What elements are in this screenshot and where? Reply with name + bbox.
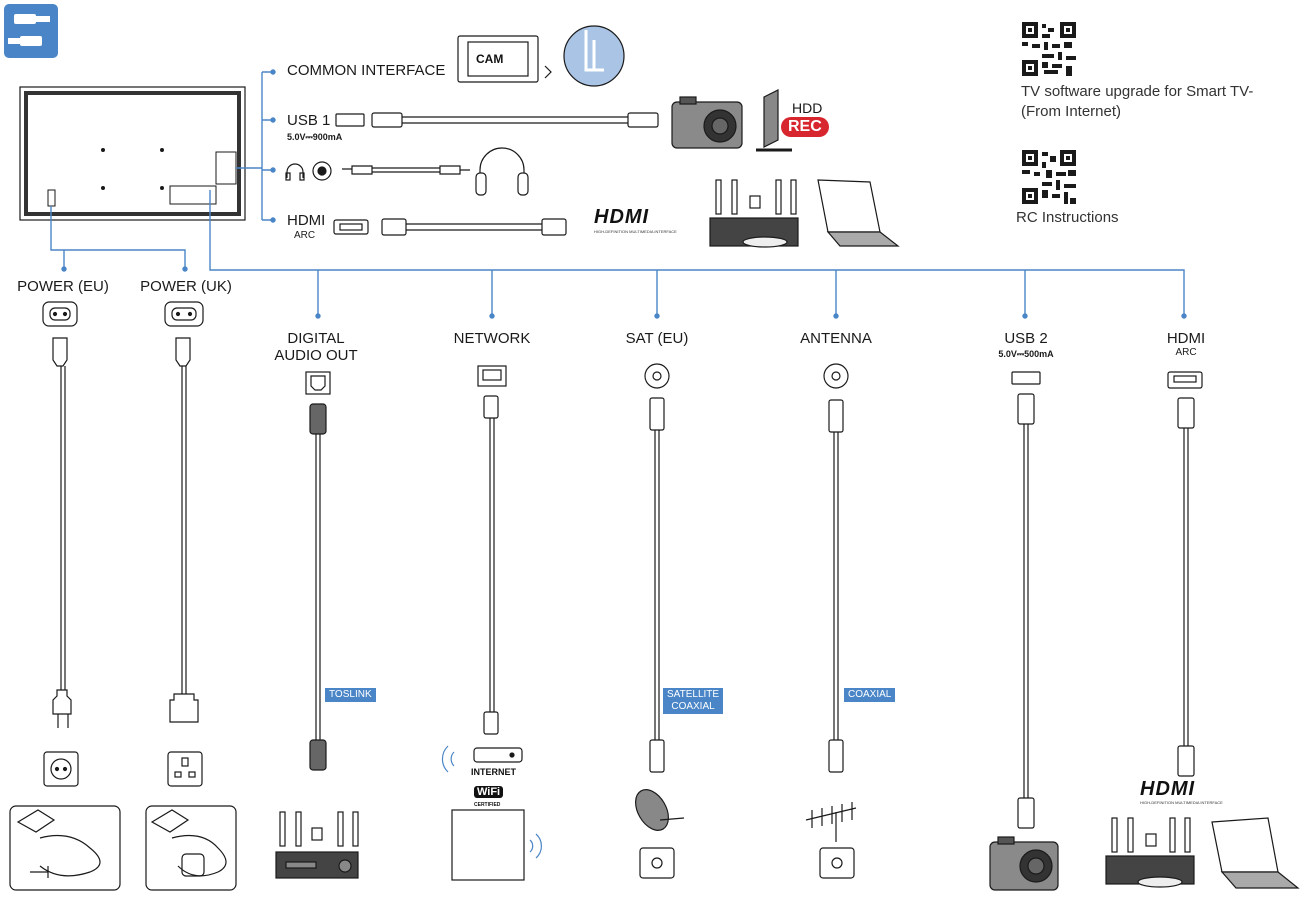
usb1-cable xyxy=(335,112,659,128)
power-uk-box xyxy=(145,805,237,891)
satellite-tag-line2: COAXIAL xyxy=(671,701,715,712)
camera-icon xyxy=(989,836,1059,891)
power-eu-cable xyxy=(42,301,78,728)
rec-badge: REC xyxy=(781,117,829,137)
network-label: NETWORK xyxy=(453,330,531,347)
usb1-label: USB 1 xyxy=(287,112,331,129)
power-uk-label: POWER (UK) xyxy=(140,278,232,295)
camera-icon xyxy=(671,96,743,149)
power-socket-icon xyxy=(43,751,79,787)
usb2-cable xyxy=(1011,371,1041,829)
hdmi-top-cable xyxy=(333,218,567,236)
digital-audio-label-2: AUDIO OUT xyxy=(274,347,358,364)
qr-rc-label: RC Instructions xyxy=(1016,209,1119,226)
usb2-label: USB 2 xyxy=(1004,330,1048,347)
tv-back-panel xyxy=(19,86,246,221)
sat-cable xyxy=(644,363,670,773)
digital-audio-label-1: DIGITAL xyxy=(287,330,345,347)
hdmi-arc-cable xyxy=(1167,371,1203,777)
hdd-label: HDD xyxy=(792,100,823,116)
toslink-cable xyxy=(305,371,331,771)
hdmi-top-label: HDMI xyxy=(287,212,326,229)
usb1-rating: 5.0V⎓900mA xyxy=(287,132,343,142)
antenna-cable xyxy=(823,363,849,773)
power-socket-icon xyxy=(167,751,203,787)
power-eu-box xyxy=(9,805,121,891)
power-uk-cable xyxy=(164,301,204,723)
cam-card-icon xyxy=(457,25,625,87)
usb2-rating: 5.0V⎓500mA xyxy=(998,349,1054,359)
antenna-label: ANTENNA xyxy=(800,330,872,347)
satellite-dish-icon xyxy=(635,789,685,879)
bus-lines xyxy=(50,190,1187,319)
network-cable xyxy=(477,365,507,735)
hdmi-logo-bottom: HDMI xyxy=(1140,778,1196,800)
internet-label: INTERNET xyxy=(471,767,516,777)
cam-label: CAM xyxy=(476,52,504,66)
home-theater-icon xyxy=(709,179,799,248)
satellite-coaxial-tag: SATELLITE COAXIAL xyxy=(663,688,724,714)
hdmi-logo-bottom-sub: HIGH-DEFINITION MULTIMEDIA INTERFACE xyxy=(1140,800,1223,805)
qr-code-icon xyxy=(1022,150,1076,204)
top-bracket-lines xyxy=(236,69,276,223)
wifi-badge: WiFi xyxy=(474,786,504,798)
hdd-icon xyxy=(756,89,792,152)
qr-software-line2: (From Internet) xyxy=(1021,103,1122,120)
router-icon xyxy=(441,745,542,881)
toslink-tag: TOSLINK xyxy=(325,688,376,702)
home-theater-icon xyxy=(1105,817,1195,888)
cable-connection-icon xyxy=(4,4,58,58)
headphones-icon xyxy=(285,147,529,196)
power-eu-label: POWER (EU) xyxy=(17,278,109,295)
qr-software-line1: TV software upgrade for Smart TV- xyxy=(1021,83,1254,100)
hdmi-arc-label: HDMI xyxy=(1166,330,1206,347)
sat-label: SAT (EU) xyxy=(625,330,689,347)
common-interface-label: COMMON INTERFACE xyxy=(287,62,446,79)
laptop-icon xyxy=(817,179,900,247)
laptop-icon xyxy=(1211,817,1300,889)
coaxial-tag: COAXIAL xyxy=(844,688,896,702)
satellite-tag-line1: SATELLITE xyxy=(667,689,720,700)
hdmi-top-arc-label: ARC xyxy=(294,230,316,241)
antenna-icon xyxy=(805,802,857,879)
qr-code-icon xyxy=(1022,22,1076,76)
wifi-certified: CERTIFIED xyxy=(474,802,501,808)
hdmi-arc-sub-label: ARC xyxy=(1175,347,1197,358)
home-theater-icon xyxy=(275,811,359,879)
hdmi-logo-top-sub: HIGH-DEFINITION MULTIMEDIA INTERFACE xyxy=(594,229,677,234)
hdmi-logo-top: HDMI xyxy=(594,206,650,228)
